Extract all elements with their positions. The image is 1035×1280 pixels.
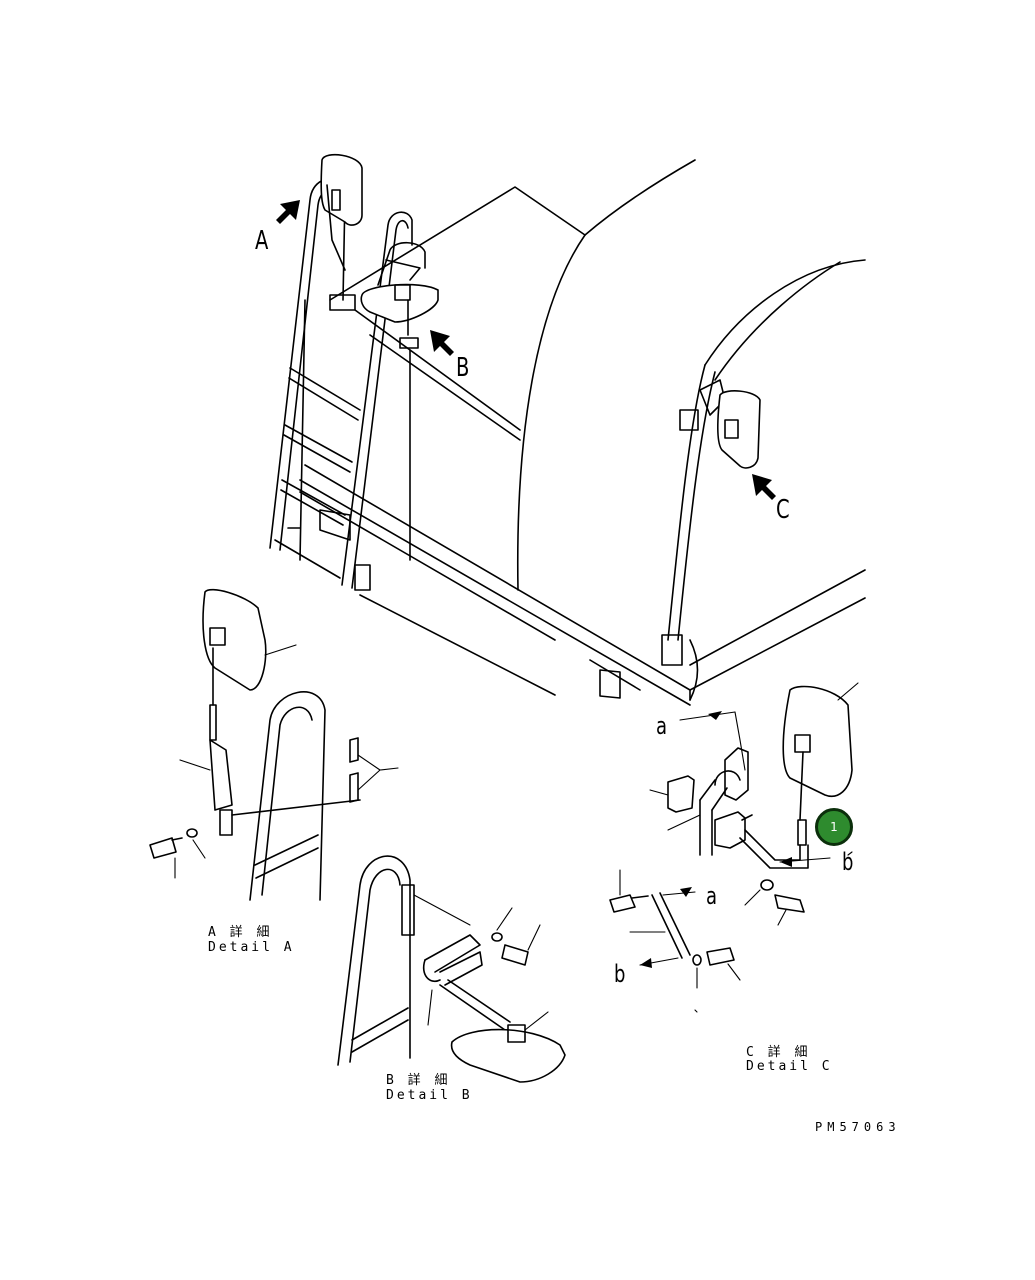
arrow-c-icon xyxy=(752,474,776,500)
detail-c-caption-en: Detail C xyxy=(746,1059,833,1074)
arrow-b-icon xyxy=(430,330,454,356)
callout-a-lower: a xyxy=(706,882,718,910)
mirror-c-top xyxy=(661,364,761,666)
drawing-code: PM57063 xyxy=(815,1120,901,1134)
detail-a-caption-en: Detail A xyxy=(208,940,295,955)
detail-b-caption-en: Detail B xyxy=(386,1088,473,1103)
mirror-b-top xyxy=(360,241,439,349)
detail-c xyxy=(609,682,859,1013)
callout-b-upper: b xyxy=(842,848,854,876)
ladder xyxy=(269,153,413,589)
detail-b xyxy=(337,855,566,1083)
view-label-c: C xyxy=(776,495,790,525)
callout-b-lower: b xyxy=(614,960,626,988)
arrow-a-icon xyxy=(276,200,300,224)
callout-a-upper: a xyxy=(656,712,668,740)
detail-c-caption-jp: C 詳 細 xyxy=(746,1045,811,1060)
part-marker-1[interactable]: 1 xyxy=(815,808,853,846)
detail-a-caption-jp: A 詳 細 xyxy=(208,925,273,940)
view-label-b: B xyxy=(456,353,470,383)
cab-body xyxy=(299,159,866,706)
detail-b-caption-jp: B 詳 細 xyxy=(386,1073,451,1088)
view-label-a: A xyxy=(255,226,269,256)
detail-a xyxy=(149,588,399,901)
view-arrows xyxy=(276,200,776,500)
